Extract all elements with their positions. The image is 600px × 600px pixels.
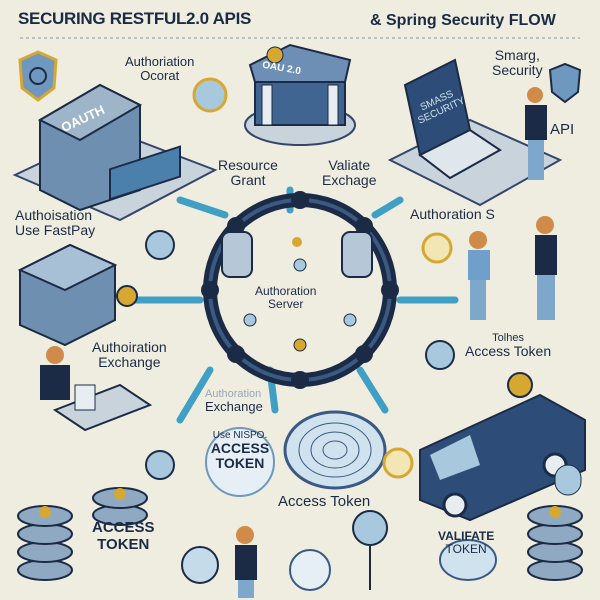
label-faded-authoration: Authoration [205, 388, 262, 400]
person-standing [235, 526, 257, 598]
network-globe-icon [439, 539, 497, 581]
badge-icon [425, 340, 455, 370]
keyhole-icon [382, 447, 414, 479]
access-token-badge-bg [205, 427, 275, 497]
label-access-token-center: Access Token [278, 493, 371, 510]
bank-building [244, 43, 356, 146]
label-smarg-security: Smarg,Security [492, 47, 543, 79]
access-token-badge: Use NISPO. ACCESS TOKEN [210, 430, 270, 472]
target-icon [289, 549, 331, 591]
badge-icon [145, 230, 175, 260]
laptop-security [387, 58, 563, 207]
shield-icon [548, 62, 582, 104]
oauth-building [12, 83, 218, 222]
database-stack [17, 487, 583, 581]
spiral-token [283, 410, 387, 490]
label-authoration-s: Authoration S [410, 206, 495, 222]
people-exchange [468, 216, 557, 320]
wheel-icon [181, 546, 219, 584]
lock-icon [554, 464, 582, 496]
server-rack [17, 243, 118, 347]
location-pin-icon [352, 510, 389, 590]
title-left: SECURING RESTFUL2.0 APIS [18, 9, 252, 28]
title-right: & Spring Security FLOW [370, 12, 556, 29]
badge-icon [145, 450, 175, 480]
person-at-desk [40, 346, 153, 432]
coin-icon [116, 285, 138, 307]
shield-icon [18, 50, 58, 102]
label-exchange: Exchange [205, 399, 263, 414]
coin-icon [192, 77, 228, 113]
question-icon [421, 232, 453, 264]
label-api: API [550, 121, 575, 138]
authorization-server-ring [201, 191, 399, 389]
van [419, 372, 586, 522]
